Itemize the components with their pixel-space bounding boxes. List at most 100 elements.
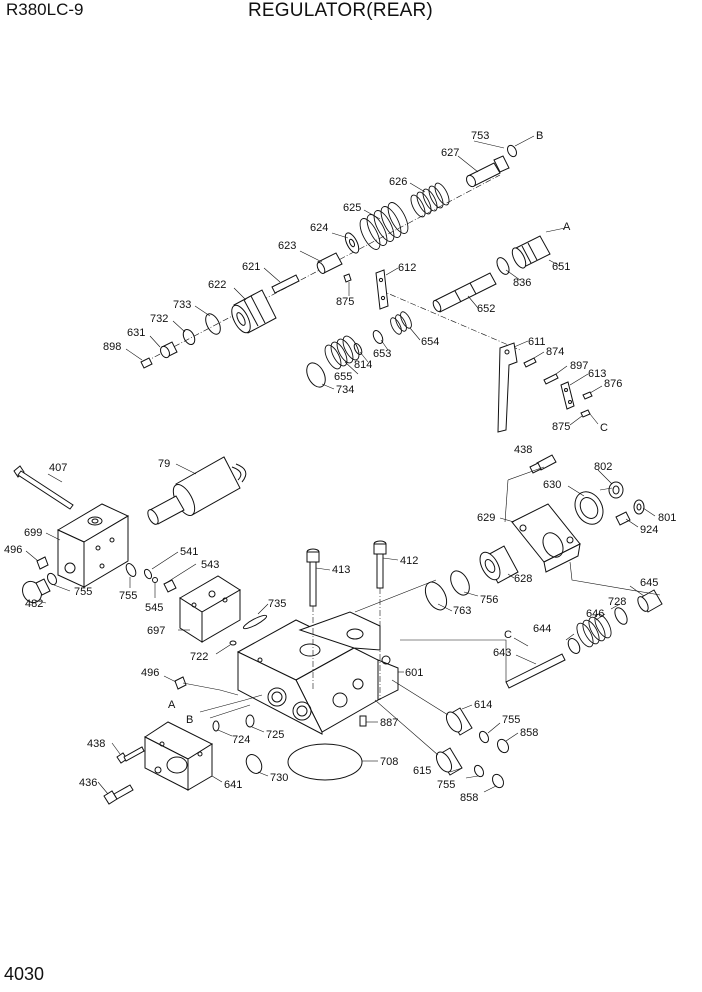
part-874-pin [523, 357, 537, 368]
callout-646: 646 [586, 608, 604, 620]
callout-735: 735 [268, 598, 286, 610]
callout-651: 651 [552, 261, 570, 273]
callout-545: 545 [145, 602, 163, 614]
callout-725: 725 [266, 729, 284, 741]
part-624-seat [344, 232, 360, 254]
line-to-615 [374, 699, 439, 756]
callout-621: 621 [242, 261, 260, 273]
part-732-oring [182, 329, 196, 345]
part-614-plug [445, 707, 473, 736]
callout-814: 814 [354, 359, 372, 371]
part-651-sleeve [511, 235, 551, 269]
callout-887: 887 [380, 717, 398, 729]
callout-836: 836 [513, 277, 531, 289]
part-482-plug [22, 578, 51, 604]
part-755-oring-mid [125, 563, 137, 577]
callout-643: 643 [493, 647, 511, 659]
callout-755-d: 755 [437, 779, 455, 791]
callout-734: 734 [336, 384, 354, 396]
callout-730: 730 [270, 772, 288, 784]
part-699-block [56, 503, 130, 588]
cover-697-group [143, 568, 268, 646]
part-623-stop [316, 252, 343, 275]
part-708-oring [287, 743, 363, 781]
part-735-oring [242, 614, 268, 630]
callout-623: 623 [278, 240, 296, 252]
callout-438-upper: 438 [514, 444, 532, 456]
callout-732: 732 [150, 313, 168, 325]
callout-897: 897 [570, 360, 588, 372]
part-613-lever [560, 381, 575, 410]
left-valve-group [13, 456, 247, 604]
callout-B-upper: B [536, 130, 543, 142]
part-725-oring [245, 714, 255, 728]
part-622-piston [231, 289, 277, 334]
part-412-bolt [373, 540, 387, 589]
callout-733: 733 [173, 299, 191, 311]
part-755-oring-left [46, 572, 58, 586]
callout-858-lower: 858 [460, 792, 478, 804]
part-541-plug [143, 568, 153, 580]
part-728-oring [614, 607, 628, 625]
part-756-oring [450, 570, 470, 596]
callout-876: 876 [604, 378, 622, 390]
callout-612: 612 [398, 262, 416, 274]
part-858-ring-upper [496, 738, 510, 754]
part-496-plug-lower [174, 676, 187, 690]
callout-624: 624 [310, 222, 328, 234]
callout-496-lower: 496 [141, 667, 159, 679]
part-875-pin-lower [580, 409, 591, 418]
callout-858-upper: 858 [520, 727, 538, 739]
part-629-cover [511, 503, 581, 573]
callout-614: 614 [474, 699, 492, 711]
callout-496-upper: 496 [4, 544, 22, 556]
callout-79: 79 [158, 458, 170, 470]
part-652-spool [432, 272, 497, 313]
part-755-oring-right-upper [478, 730, 490, 744]
part-545-ball [152, 577, 158, 583]
callout-753: 753 [471, 130, 489, 142]
callout-652: 652 [477, 303, 495, 315]
model-label: R380LC-9 [6, 0, 84, 19]
part-654-spring [390, 311, 412, 335]
part-724-oring [212, 720, 220, 732]
part-924-set-screw [615, 511, 631, 526]
callout-613: 613 [588, 368, 606, 380]
callout-655: 655 [334, 371, 352, 383]
callout-436: 436 [79, 777, 97, 789]
part-407-bolt [13, 465, 74, 510]
line-802 [599, 487, 613, 491]
part-601-casing [236, 611, 399, 735]
callout-615: 615 [413, 765, 431, 777]
callout-924: 924 [640, 524, 658, 536]
line-b-lower-2 [209, 704, 251, 719]
part-631-sleeve [160, 341, 178, 359]
part-876-pin [582, 391, 593, 400]
callout-C-upper: C [600, 422, 608, 434]
page-number: 4030 [4, 964, 45, 984]
callout-627: 627 [441, 147, 459, 159]
line-to-614 [391, 679, 449, 716]
part-887-pin [359, 715, 367, 727]
part-875-pin-upper [343, 273, 352, 283]
part-626-spring [410, 182, 450, 218]
callout-875-upper: 875 [336, 296, 354, 308]
line-to-763 [354, 579, 437, 613]
part-734-oring [306, 362, 326, 388]
part-621-rod [271, 274, 300, 294]
callout-653: 653 [373, 348, 391, 360]
line-a-lower [182, 682, 239, 696]
callout-875-lower: 875 [552, 421, 570, 433]
callout-625: 625 [343, 202, 361, 214]
callout-628: 628 [514, 573, 532, 585]
callout-898: 898 [103, 341, 121, 353]
callout-407: 407 [49, 462, 67, 474]
part-438-bolt-lower [116, 746, 145, 764]
part-615-plug [435, 747, 463, 776]
upper-spool-group [140, 144, 593, 433]
callout-541: 541 [180, 546, 198, 558]
part-643-rod [505, 653, 566, 689]
callout-630: 630 [543, 479, 561, 491]
part-612-lever [375, 269, 389, 310]
part-898-pin [140, 357, 153, 369]
